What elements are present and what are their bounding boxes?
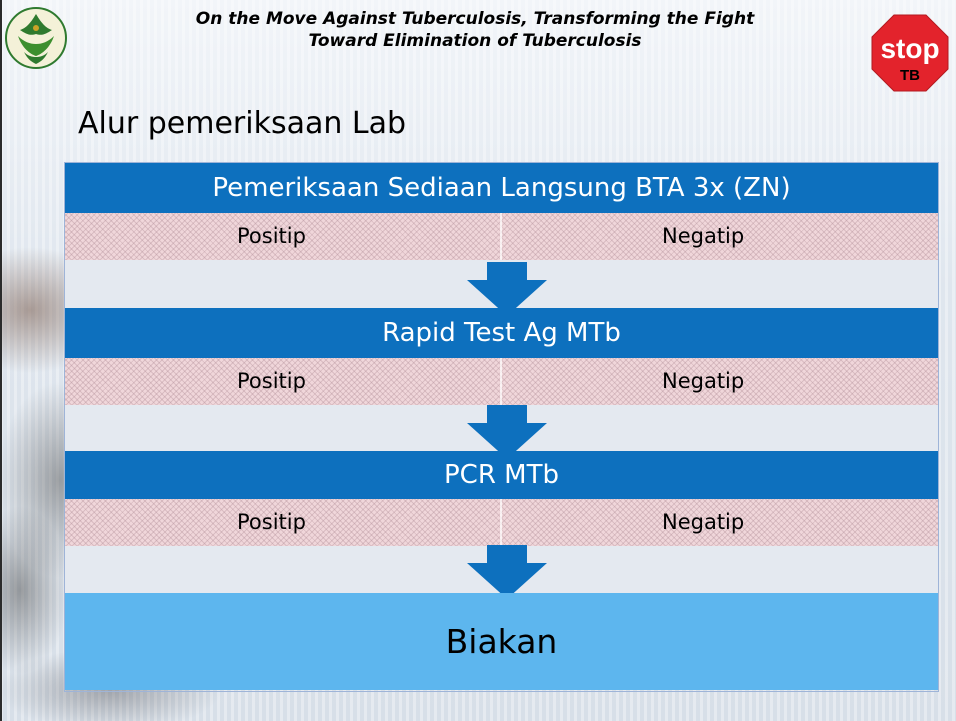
lab-flow-diagram: Pemeriksaan Sediaan Langsung BTA 3x (ZN)… xyxy=(64,162,939,692)
final-step-box: Biakan xyxy=(65,593,938,690)
down-arrow-icon xyxy=(467,545,547,599)
step-2-results-row: Positip Negatip xyxy=(65,358,938,405)
down-arrow-icon xyxy=(467,262,547,316)
step-3-results-row: Positip Negatip xyxy=(65,499,938,546)
stop-sign-subtext: TB xyxy=(900,67,920,84)
university-emblem-icon xyxy=(5,7,67,69)
page-title: Alur pemeriksaan Lab xyxy=(78,106,407,141)
header-tagline: On the Move Against Tuberculosis, Transf… xyxy=(150,8,800,52)
step-3-positive-label: Positip xyxy=(237,510,306,534)
step-2-negative-label: Negatip xyxy=(662,369,745,393)
left-border xyxy=(0,0,2,721)
stop-octagon-icon xyxy=(871,14,949,92)
tagline-line-1: On the Move Against Tuberculosis, Transf… xyxy=(195,9,755,29)
step-3-negative-label: Negatip xyxy=(662,510,745,534)
step-1-positive-label: Positip xyxy=(237,224,306,248)
tagline-line-2: Toward Elimination of Tuberculosis xyxy=(308,31,642,51)
step-1-test-bar: Pemeriksaan Sediaan Langsung BTA 3x (ZN) xyxy=(65,163,938,213)
step-2-test-bar: Rapid Test Ag MTb xyxy=(65,308,938,358)
step-1-results-row: Positip Negatip xyxy=(65,213,938,260)
step-1-test-label: Pemeriksaan Sediaan Langsung BTA 3x (ZN) xyxy=(212,173,791,203)
final-step-label: Biakan xyxy=(445,622,558,661)
step-3-test-label: PCR MTb xyxy=(444,460,559,490)
down-arrow-icon xyxy=(467,405,547,459)
step-2-positive-label: Positip xyxy=(237,369,306,393)
step-2-test-label: Rapid Test Ag MTb xyxy=(382,318,621,348)
step-3-test-bar: PCR MTb xyxy=(65,451,938,499)
stop-sign-text: stop xyxy=(880,33,939,64)
step-1-negative-label: Negatip xyxy=(662,224,745,248)
stop-tb-logo: stop TB xyxy=(871,14,949,92)
